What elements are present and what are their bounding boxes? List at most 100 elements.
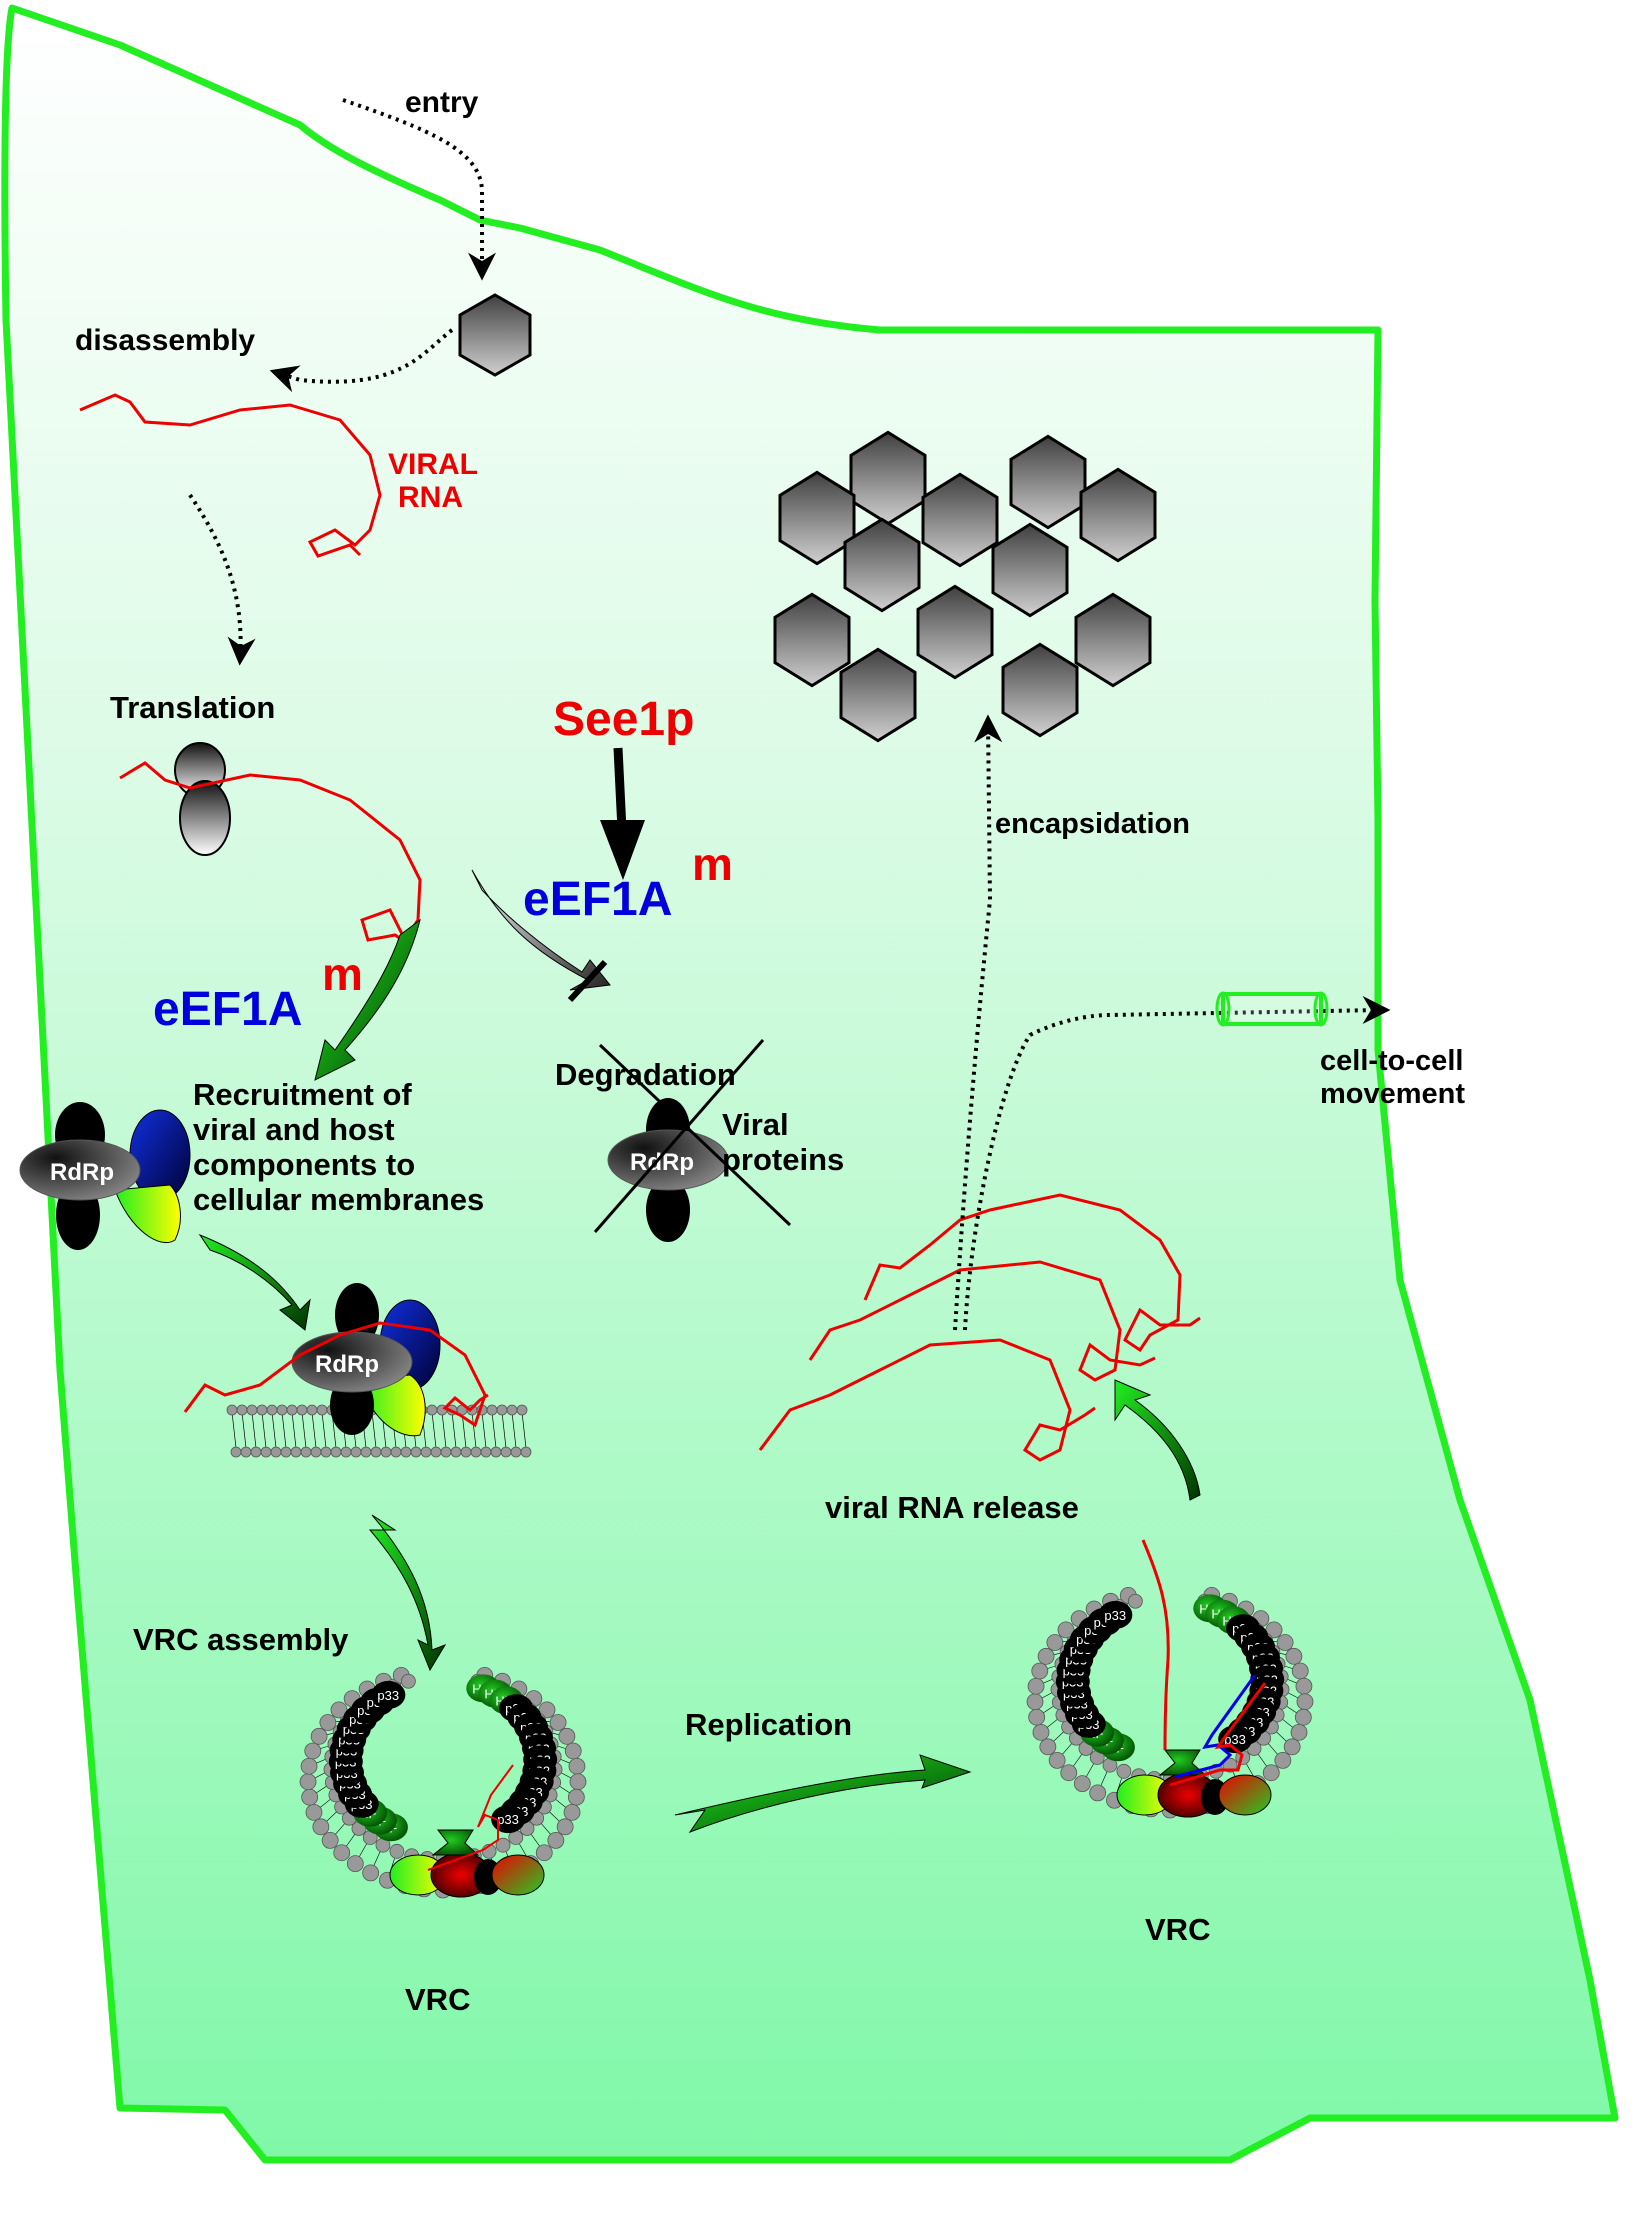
label-translation: Translation (110, 690, 275, 725)
lipid-head (321, 1831, 339, 1849)
inhibition-arrow (471, 869, 611, 991)
released-rna-strand (1141, 1539, 1170, 1751)
lipid-head (1285, 1647, 1303, 1665)
translated-rna-strand (119, 761, 422, 947)
label-cell-to-cell-1: cell-to-cell (1320, 1045, 1463, 1077)
lipid-head (340, 1446, 352, 1458)
lipid-head (495, 1837, 511, 1853)
label-vrc-left: VRC (405, 1982, 470, 2017)
lipid-head (460, 1446, 472, 1458)
lipid-head (1116, 1763, 1132, 1779)
movement-arrow (963, 996, 1391, 1331)
lipid-head (389, 1843, 405, 1859)
lipid-head (558, 1727, 576, 1745)
lipid-head (266, 1404, 278, 1416)
lipid-head (1039, 1738, 1057, 1756)
lipid-head (1046, 1634, 1064, 1651)
cross-line-1 (598, 1043, 792, 1227)
lipid-head (1026, 1693, 1044, 1711)
lipid-head (360, 1446, 372, 1458)
lipid-head (330, 1446, 342, 1458)
lipid-head (1037, 1647, 1055, 1665)
label-p33: p33 (497, 1812, 519, 1827)
template-rna (427, 1764, 514, 1871)
lipid-head (250, 1446, 262, 1458)
lipid-head (535, 1844, 553, 1862)
label-entry: entry (405, 86, 479, 119)
lipid-head (330, 1701, 348, 1719)
label-viral-proteins-2: proteins (722, 1142, 844, 1177)
capsid-icon (916, 584, 994, 680)
lipid-head (500, 1446, 512, 1458)
replication-arrow (674, 1754, 972, 1834)
label-eef1a-left: eEF1A (153, 983, 302, 1036)
lipid-head (1032, 1723, 1050, 1741)
viral-rna-strand (79, 393, 382, 558)
plasmodesma-channel (1215, 991, 1329, 1027)
lipid-head (480, 1446, 492, 1458)
lipid-head (496, 1404, 508, 1416)
label-p33: p33 (1104, 1608, 1126, 1623)
label-encapsidation: encapsidation (995, 808, 1190, 840)
capsid-icon (458, 293, 532, 377)
lipid-head (346, 1855, 364, 1873)
lipid-head (486, 1404, 498, 1416)
lipid-head (1262, 1764, 1280, 1782)
lipid-head (350, 1446, 362, 1458)
lipid-head (516, 1404, 528, 1416)
label-rdrp-membrane: RdRp (315, 1351, 379, 1378)
p33-protein (371, 1680, 406, 1709)
lipid-head (1060, 1764, 1078, 1782)
lipid-head (320, 1446, 332, 1458)
p33-protein (1098, 1600, 1133, 1629)
lipid-head (286, 1404, 298, 1416)
lipid-head (333, 1844, 351, 1862)
label-p33: p33 (1224, 1732, 1246, 1747)
lipid-head (299, 1773, 317, 1791)
lipid-head (310, 1727, 328, 1745)
lipid-head (300, 1446, 312, 1458)
lipid-head (305, 1803, 323, 1821)
p33-protein (491, 1805, 526, 1834)
lipid-head (1265, 1621, 1283, 1639)
lipid-head (1291, 1662, 1309, 1680)
lipid-head (310, 1446, 322, 1458)
capsid-icon (991, 522, 1069, 618)
label-recruitment-1: Recruitment of (193, 1077, 412, 1112)
lipid-head (1294, 1708, 1312, 1726)
label-p33: p33 (377, 1688, 399, 1703)
lipid-head (290, 1446, 302, 1458)
lipid-head (420, 1446, 432, 1458)
progeny-rna-1 (863, 1193, 1201, 1353)
lipid-head (563, 1803, 581, 1821)
cross-line-2 (593, 1039, 765, 1233)
label-recruitment-2: viral and host (193, 1112, 395, 1147)
capsid-icon (921, 472, 999, 568)
lipid-head (246, 1404, 258, 1416)
lipid-head (1283, 1738, 1301, 1756)
lipid-head (440, 1446, 452, 1458)
polymerase-subunit (491, 1854, 545, 1896)
lipid-head (1073, 1775, 1091, 1793)
lipid-head (1296, 1693, 1314, 1711)
lipid-head (538, 1701, 556, 1719)
see1p-arrowhead (600, 820, 645, 880)
capsid-cluster (773, 430, 1157, 743)
lipid-head (1127, 1593, 1143, 1609)
lipid-head (256, 1404, 268, 1416)
host-factor (431, 1829, 480, 1856)
lipid-head (1057, 1621, 1075, 1639)
lipid-head (300, 1757, 318, 1775)
lipid-head (260, 1446, 272, 1458)
progeny-rna-3 (758, 1338, 1096, 1462)
label-viral-rna-2: RNA (398, 481, 463, 514)
label-vrc-assembly: VRC assembly (133, 1622, 349, 1657)
rna-release-arrow (1114, 1379, 1201, 1501)
capsid-icon (1079, 467, 1157, 563)
lipid-head (316, 1404, 328, 1416)
lipid-head (506, 1404, 518, 1416)
capsid-icon (1074, 592, 1152, 688)
capsid-icon (1009, 434, 1087, 530)
see1p-arrow (613, 747, 627, 831)
